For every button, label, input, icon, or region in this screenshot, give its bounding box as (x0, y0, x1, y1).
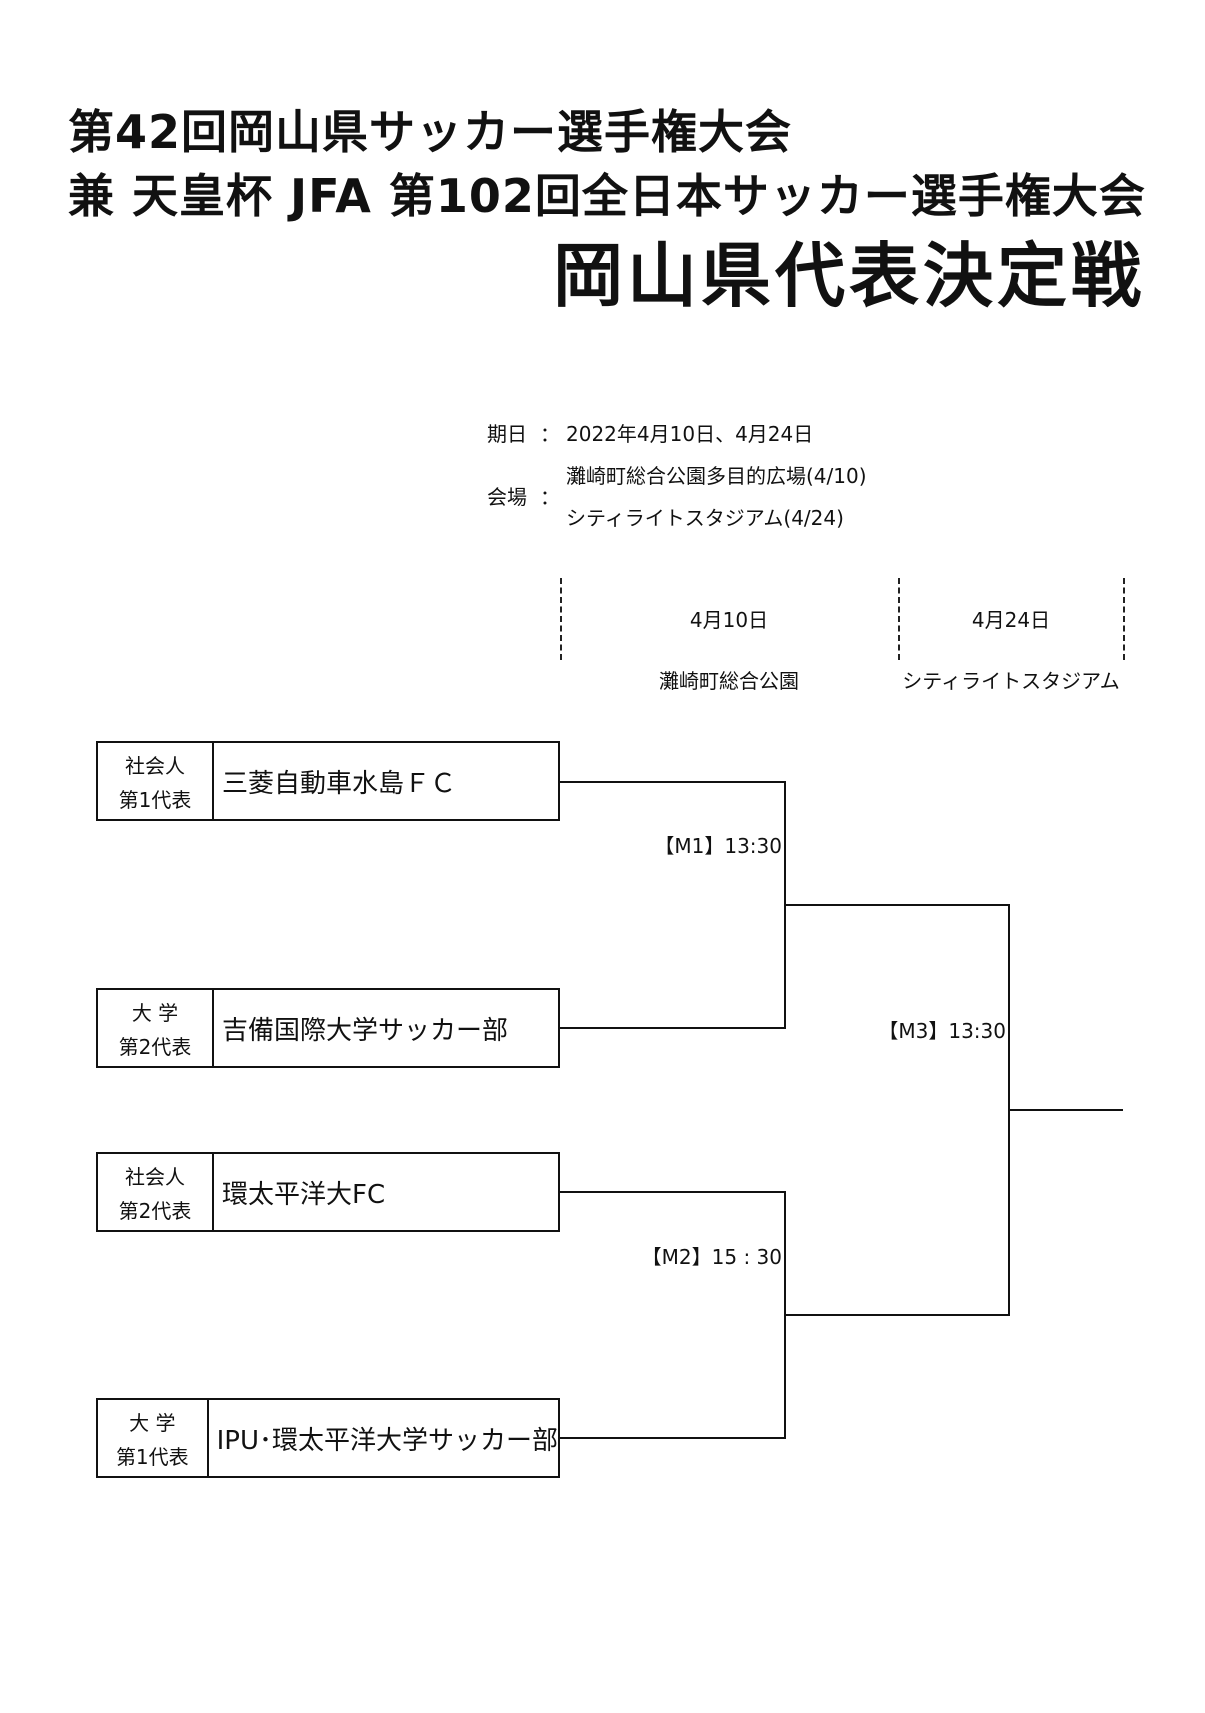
match-label-m3: 【M3】13:30 (878, 1019, 1006, 1043)
team-category: 大 学 第1代表 (98, 1400, 209, 1476)
date-value: 2022年4月10日、4月24日 (566, 422, 814, 446)
team-name: 環太平洋大FC (222, 1179, 386, 1210)
round2-venue: シティライトスタジアム (902, 669, 1120, 693)
round1-date: 4月10日 (689, 608, 769, 632)
team-box-2: 大 学 第2代表 吉備国際大学サッカー部 (96, 988, 560, 1068)
team-category-line-1: 社会人 (125, 753, 185, 778)
column-divider-right (1123, 578, 1125, 660)
title-line-2: 兼 天皇杯 JFA 第102回全日本サッカー選手権大会 (68, 169, 1146, 223)
venue-label: 会場 (487, 485, 527, 509)
bracket-line-m1-top (560, 781, 786, 783)
column-divider-middle (898, 578, 900, 660)
date-label: 期日 (487, 422, 527, 446)
column-divider-left (560, 578, 562, 660)
page-title: 岡山県代表決定戦 (553, 235, 1145, 317)
title-line-1: 第42回岡山県サッカー選手権大会 (68, 105, 793, 159)
team-category: 大 学 第2代表 (98, 990, 214, 1066)
team-category-line-2: 第1代表 (118, 787, 192, 812)
match-label-m2: 【M2】15 : 30 (641, 1245, 782, 1269)
team-name: IPU･環太平洋大学サッカー部 (216, 1425, 558, 1456)
bracket-line-m2-bottom (560, 1437, 786, 1439)
team-name: 吉備国際大学サッカー部 (222, 1015, 509, 1046)
team-category-line-1: 大 学 (129, 1410, 176, 1435)
bracket-line-m1-bottom (560, 1027, 786, 1029)
venue-line-2: シティライトスタジアム(4/24) (566, 506, 844, 530)
venue-colon: ： (540, 485, 560, 509)
round2-date: 4月24日 (971, 608, 1051, 632)
bracket-line-m2-top (560, 1191, 786, 1193)
bracket-line-winner (1008, 1109, 1123, 1111)
team-category-line-2: 第2代表 (118, 1034, 192, 1059)
team-box-1: 社会人 第1代表 三菱自動車水島ＦＣ (96, 741, 560, 821)
team-category-line-1: 大 学 (131, 1000, 179, 1025)
team-category: 社会人 第1代表 (98, 743, 214, 819)
bracket-line-m3-top (784, 904, 1010, 906)
bracket-line-m3-bottom (784, 1314, 1010, 1316)
date-colon: ： (540, 422, 560, 446)
team-box-3: 社会人 第2代表 環太平洋大FC (96, 1152, 560, 1232)
team-name: 三菱自動車水島ＦＣ (222, 768, 457, 799)
team-box-4: 大 学 第1代表 IPU･環太平洋大学サッカー部 (96, 1398, 560, 1478)
venue-line-1: 灘崎町総合公園多目的広場(4/10) (566, 464, 867, 488)
team-category-line-2: 第1代表 (115, 1444, 189, 1469)
team-category-line-1: 社会人 (125, 1164, 185, 1189)
round1-venue: 灘崎町総合公園 (659, 669, 799, 693)
team-category-line-2: 第2代表 (118, 1198, 192, 1223)
team-category: 社会人 第2代表 (98, 1154, 214, 1230)
match-label-m1: 【M1】13:30 (654, 834, 782, 858)
